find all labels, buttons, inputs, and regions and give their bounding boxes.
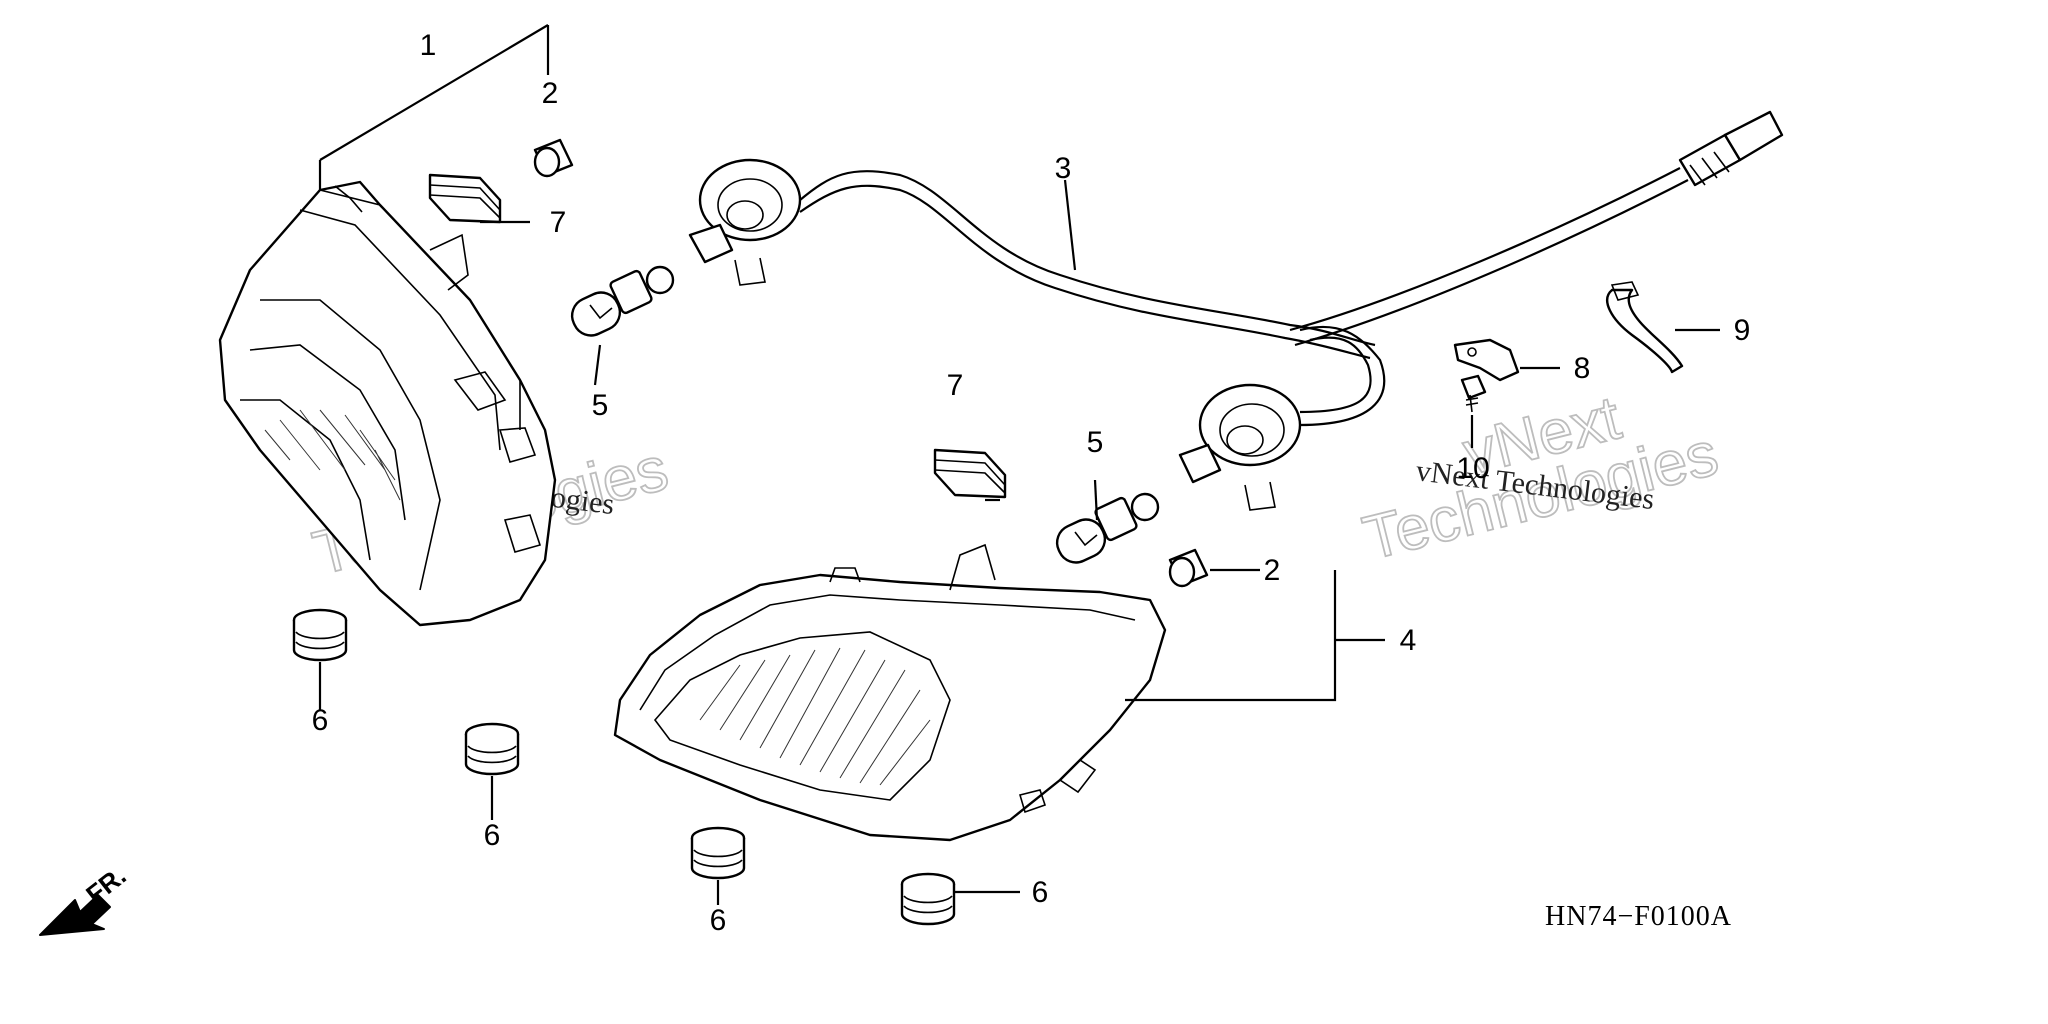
leader-lines (318, 24, 1720, 905)
callout-6-a: 6 (312, 704, 329, 737)
callout-9: 9 (1734, 314, 1751, 347)
rubber-pad-lower (933, 448, 1007, 499)
callout-8: 8 (1574, 352, 1591, 385)
callout-4: 4 (1400, 624, 1417, 657)
front-direction-arrow: FR. (39, 860, 132, 936)
bulb-lower (1055, 492, 1160, 564)
callout-10: 10 (1456, 452, 1489, 485)
grommet-1 (292, 608, 348, 662)
callout-7-upper: 7 (550, 206, 567, 239)
grommet-3 (690, 826, 746, 880)
callout-5-lower: 5 (1087, 426, 1104, 459)
wiring-harness (688, 110, 1784, 511)
callout-6-c: 6 (710, 904, 727, 937)
collar-lower (1168, 548, 1209, 588)
grommet-4 (900, 872, 956, 926)
callout-6-d: 6 (1032, 876, 1049, 909)
left-headlight (218, 180, 557, 627)
right-headlight (613, 543, 1167, 842)
callout-5-upper: 5 (592, 389, 609, 422)
callout-1: 1 (420, 29, 437, 62)
diagram-code: HN74−F0100A (1545, 901, 1732, 932)
collar-upper (533, 138, 574, 178)
screw-part (1460, 374, 1487, 413)
callout-6-b: 6 (484, 819, 501, 852)
callout-2-upper: 2 (542, 77, 559, 110)
rubber-pad-upper (428, 173, 502, 224)
callout-3: 3 (1055, 152, 1072, 185)
callout-2-lower: 2 (1264, 554, 1281, 587)
clamp-part (1453, 338, 1520, 382)
wire-band-part (1606, 281, 1684, 374)
callout-7-lower: 7 (947, 369, 964, 402)
front-direction-label: FR. (80, 860, 131, 909)
grommet-2 (464, 722, 520, 776)
watermark-right: vNext Technologies vNext Technologies (1356, 382, 1726, 574)
bulb-upper (570, 265, 675, 337)
